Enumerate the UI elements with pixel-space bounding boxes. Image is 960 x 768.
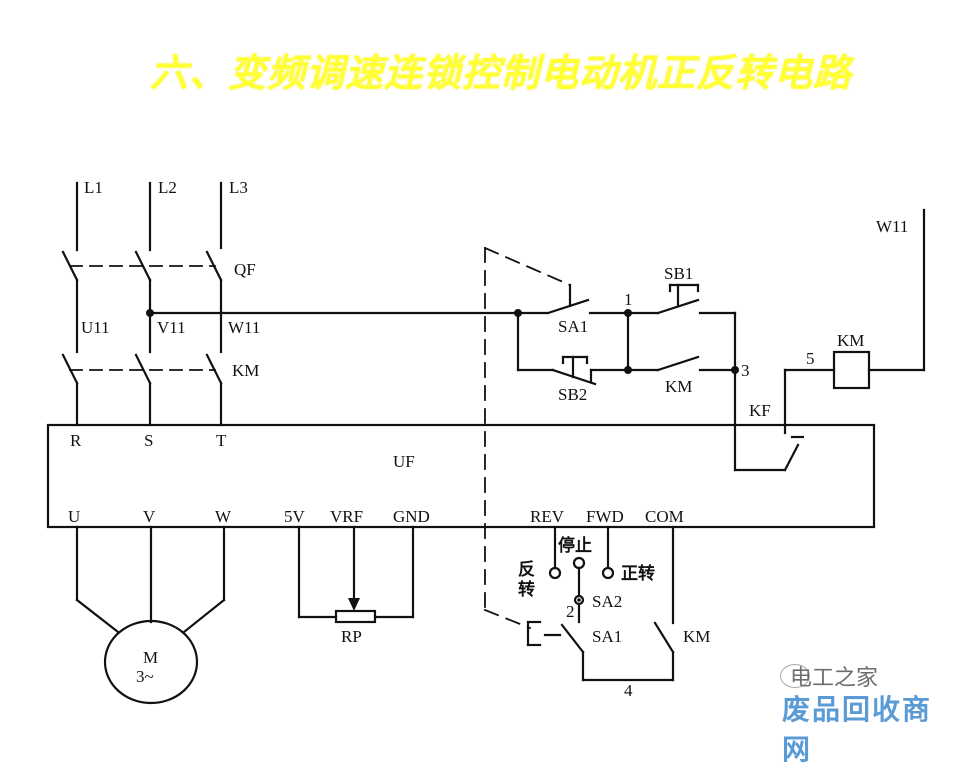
label-node-2: 2: [566, 602, 575, 621]
motor-circle: [103, 619, 199, 705]
inverter-com: COM: [645, 507, 684, 526]
label-node-1: 1: [624, 290, 633, 309]
label-l2: L2: [158, 178, 177, 197]
inverter-vrf: VRF: [330, 507, 363, 526]
inverter-input-t: T: [216, 431, 227, 450]
label-u11: U11: [81, 318, 110, 337]
label-l1: L1: [84, 178, 103, 197]
motor-sublabel: 3~: [136, 667, 154, 686]
sa1-lower-contact: [560, 623, 585, 654]
label-v11: V11: [157, 318, 186, 337]
label-node-4: 4: [624, 681, 633, 700]
junctions: [146, 309, 739, 602]
stop-terminal: [572, 556, 586, 570]
wiper-arrow: [348, 598, 360, 611]
sa1-contact: [546, 298, 590, 315]
label-stop: 停止: [558, 535, 592, 556]
inverter-output-w: W: [215, 507, 232, 526]
inverter-input-s: S: [144, 431, 153, 450]
label-kf: KF: [749, 401, 771, 420]
inverter-output-v: V: [143, 507, 156, 526]
watermark-brand: 电工之家: [790, 666, 879, 691]
motor-wires: [75, 525, 226, 705]
motor-label: M: [143, 648, 158, 667]
lower-control: [526, 525, 675, 682]
inverter-rev: REV: [530, 507, 565, 526]
supply-lines: [75, 181, 223, 252]
inverter-5v: 5V: [284, 507, 306, 526]
qf-breaker: [61, 250, 223, 354]
inverter-input-r: R: [70, 431, 82, 450]
circuit-diagram: L1 L2 L3 QF U11 V11 W11 KM R S T UF U V …: [46, 178, 926, 705]
control-circuit: [516, 208, 926, 472]
label-sb2: SB2: [558, 385, 587, 404]
inverter-fwd: FWD: [586, 507, 624, 526]
label-km-aux: KM: [665, 377, 692, 396]
inverter-box: [46, 423, 876, 529]
label-km-lower: KM: [683, 627, 710, 646]
label-km-main: KM: [232, 361, 259, 380]
km-main-contacts: [61, 353, 223, 427]
label-node-5: 5: [806, 349, 815, 368]
potentiometer-wires: [297, 525, 415, 624]
label-w11: W11: [228, 318, 260, 337]
kf-contact: [783, 443, 800, 472]
diagram-title: 六、变频调速连锁控制电动机正反转电路: [150, 51, 853, 95]
km-coil: [832, 350, 871, 390]
label-km-coil: KM: [837, 331, 864, 350]
label-l3: L3: [229, 178, 248, 197]
km-aux-contact: [656, 355, 700, 372]
label-sa1-lower: SA1: [592, 627, 622, 646]
label-w11-right: W11: [876, 217, 908, 236]
label-qf: QF: [234, 260, 256, 279]
watermark-site: 废品回收商网: [782, 693, 933, 766]
rev-terminal: [548, 566, 562, 580]
label-node-3: 3: [741, 361, 750, 380]
fwd-terminal: [601, 566, 615, 580]
potentiometer-label: RP: [341, 627, 362, 646]
label-reverse-1: 反: [518, 560, 535, 580]
label-sa2: SA2: [592, 592, 622, 611]
potentiometer-body: [334, 609, 377, 624]
mechanical-link: [483, 246, 572, 630]
wechat-icon: [780, 664, 810, 688]
label-forward: 正转: [621, 563, 655, 584]
inverter-label: UF: [393, 452, 415, 471]
inverter-output-u: U: [68, 507, 80, 526]
km-lower-contact: [653, 621, 675, 654]
label-reverse-2: 转: [518, 579, 535, 600]
label-sa1: SA1: [558, 317, 588, 336]
label-sb1: SB1: [664, 264, 693, 283]
inverter-gnd: GND: [393, 507, 430, 526]
